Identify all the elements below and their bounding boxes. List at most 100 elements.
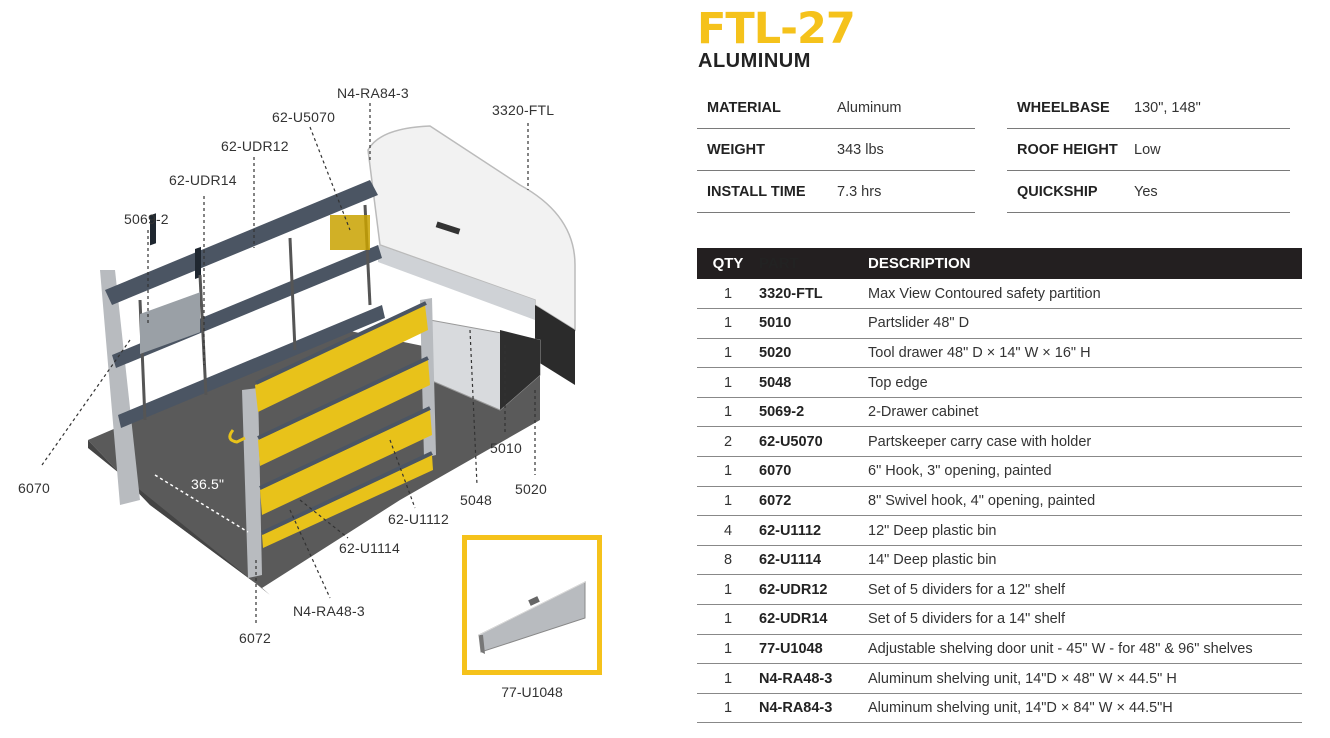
end-panel-front [242, 388, 262, 578]
spec-value: Low [1134, 141, 1161, 158]
shelf-dividers [150, 213, 201, 280]
row-part: 62-UDR14 [759, 604, 868, 635]
row-part: 6072 [759, 486, 868, 517]
row-description: Tool drawer 48" D × 14" W × 16" H [868, 338, 1302, 369]
row-qty: 1 [697, 279, 759, 310]
callout-leaders [41, 103, 536, 625]
plastic-bins [255, 305, 433, 548]
partition-badge [435, 221, 461, 235]
row-part: 5069-2 [759, 397, 868, 428]
row-description: 14" Deep plastic bin [868, 545, 1302, 576]
product-illustration: N4-RA84-3 62-U5070 3320-FTL 62-UDR12 62-… [18, 85, 602, 700]
callout-5010: 5010 [490, 440, 522, 456]
callout-3320-ftl: 3320-FTL [492, 102, 555, 118]
row-description: Aluminum shelving unit, 14"D × 48" W × 4… [868, 663, 1302, 694]
row-qty: 1 [697, 397, 759, 428]
row-description: 8" Swivel hook, 4" opening, painted [868, 486, 1302, 517]
header-description: DESCRIPTION [868, 248, 1302, 279]
callout-n4-ra48-3: N4-RA48-3 [293, 603, 365, 619]
row-part: 62-U1114 [759, 545, 868, 576]
spec-row: QUICKSHIP Yes [1007, 171, 1290, 213]
row-description: Partslider 48" D [868, 308, 1302, 339]
spec-value: Yes [1134, 183, 1158, 200]
row-part: 6070 [759, 456, 868, 487]
row-qty: 1 [697, 486, 759, 517]
shelf-bottom [118, 305, 385, 428]
spec-list-right: WHEELBASE 130", 148" ROOF HEIGHT Low QUI… [1007, 87, 1290, 213]
spec-label: WEIGHT [707, 141, 765, 158]
spec-label: WHEELBASE [1017, 99, 1110, 116]
row-qty: 1 [697, 308, 759, 339]
spec-value: 7.3 hrs [837, 183, 882, 200]
callout-6072: 6072 [239, 630, 271, 646]
short-shelves [255, 301, 433, 535]
row-part: N4-RA48-3 [759, 663, 868, 694]
callout-62-u1112: 62-U1112 [388, 511, 450, 527]
row-part: 77-U1048 [759, 634, 868, 665]
dimension-line [154, 474, 249, 533]
callout-n4-ra84-3: N4-RA84-3 [337, 85, 409, 101]
row-qty: 1 [697, 634, 759, 665]
row-part: 5048 [759, 367, 868, 398]
callout-62-udr12: 62-UDR12 [221, 138, 289, 154]
row-qty: 1 [697, 693, 759, 724]
row-description: Partskeeper carry case with holder [868, 426, 1302, 458]
spec-label: MATERIAL [707, 99, 781, 116]
row-qty: 4 [697, 515, 759, 546]
row-description: Max View Contoured safety partition [868, 279, 1302, 310]
row-part: 5010 [759, 308, 868, 339]
row-part: 62-UDR12 [759, 574, 868, 606]
spec-value: 343 lbs [837, 141, 884, 158]
callout-62-u5070: 62-U5070 [272, 109, 336, 125]
spec-value: 130", 148" [1134, 99, 1201, 116]
spec-row: WEIGHT 343 lbs [697, 129, 975, 171]
row-qty: 8 [697, 545, 759, 576]
spec-list-left: MATERIAL Aluminum WEIGHT 343 lbs INSTALL… [697, 87, 975, 213]
row-description: 2-Drawer cabinet [868, 397, 1302, 428]
door-unit-caption: 77-U1048 [501, 684, 563, 700]
spec-row: ROOF HEIGHT Low [1007, 129, 1290, 171]
model-subtitle: ALUMINUM [698, 50, 811, 72]
spec-label: QUICKSHIP [1017, 183, 1098, 200]
callout-62-u1114: 62-U1114 [339, 540, 401, 556]
spec-label: ROOF HEIGHT [1017, 141, 1118, 158]
callout-62-udr14: 62-UDR14 [169, 172, 237, 188]
row-part: 62-U5070 [759, 426, 868, 458]
spec-row: MATERIAL Aluminum [697, 87, 975, 129]
row-part: 62-U1112 [759, 515, 868, 546]
partslider-top [378, 245, 535, 320]
row-qty: 1 [697, 663, 759, 694]
partskeeper-case [330, 215, 370, 250]
row-qty: 2 [697, 426, 759, 458]
row-description: 6" Hook, 3" opening, painted [868, 456, 1302, 487]
spec-row: INSTALL TIME 7.3 hrs [697, 171, 975, 213]
safety-partition [367, 125, 576, 332]
callout-dimension: 36.5" [191, 476, 225, 492]
shelf-top [105, 180, 378, 305]
swivel-hook [228, 429, 246, 444]
row-description: Top edge [868, 367, 1302, 398]
row-qty: 1 [697, 338, 759, 369]
callout-5069-2: 5069-2 [124, 211, 169, 227]
door-unit-drawing [478, 581, 586, 654]
row-description: 12" Deep plastic bin [868, 515, 1302, 546]
door-unit-inset [462, 535, 602, 675]
row-part: 3320-FTL [759, 279, 868, 310]
row-qty: 1 [697, 367, 759, 398]
row-qty: 1 [697, 574, 759, 606]
tool-drawer-side [500, 330, 540, 410]
spec-label: INSTALL TIME [707, 183, 806, 200]
row-description: Adjustable shelving door unit - 45" W - … [868, 634, 1302, 665]
